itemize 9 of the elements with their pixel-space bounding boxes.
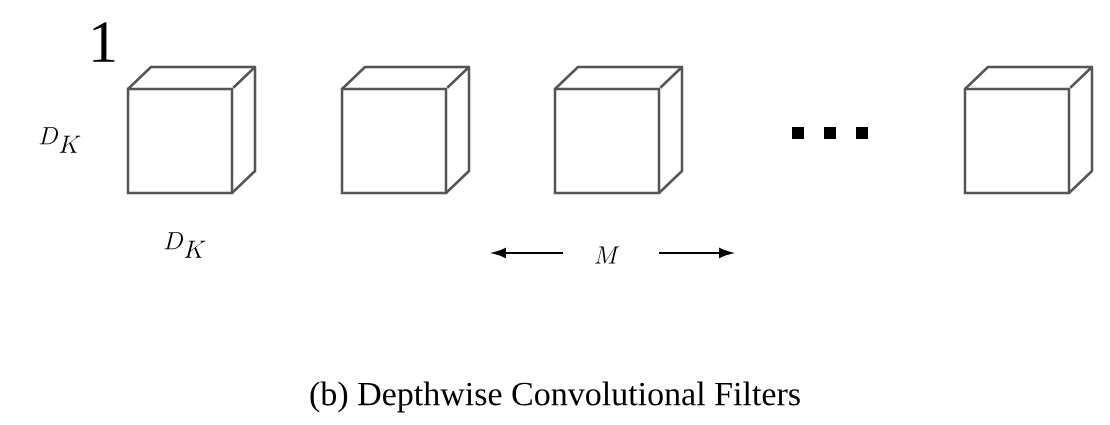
- count-label: $M$: [595, 246, 620, 264]
- cube: [126, 65, 257, 195]
- cube: [963, 65, 1094, 195]
- caption: (b) Depthwise Convolutional Filters: [310, 381, 800, 413]
- depth-label: 1: [93, 22, 115, 62]
- cube: [553, 65, 684, 195]
- height-label: $D_K$: [39, 127, 81, 153]
- cube: [340, 65, 471, 195]
- width-label: $D_K$: [164, 232, 206, 258]
